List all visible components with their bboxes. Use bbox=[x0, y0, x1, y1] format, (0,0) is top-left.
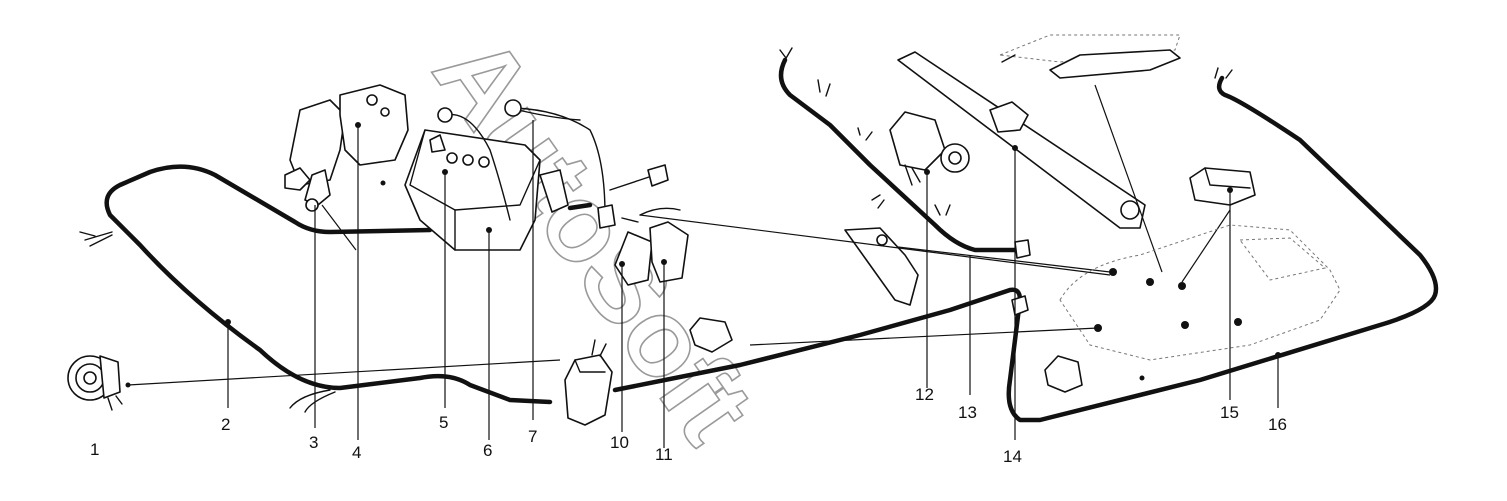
relay-bracket-part bbox=[284, 84, 409, 212]
sensor-part bbox=[564, 339, 613, 426]
callout-10: 10 bbox=[610, 433, 629, 452]
wiper-motor-part bbox=[889, 111, 970, 186]
callout-12: 12 bbox=[915, 385, 934, 404]
battery-part bbox=[404, 129, 541, 251]
callout-5: 5 bbox=[439, 413, 448, 432]
callout-13: 13 bbox=[958, 403, 977, 422]
front-harness bbox=[104, 164, 553, 405]
horn-part bbox=[67, 355, 123, 411]
callout-15: 15 bbox=[1220, 403, 1239, 422]
vehicle-outline bbox=[1059, 224, 1341, 381]
battery-lead bbox=[567, 202, 593, 211]
callout-7: 7 bbox=[528, 427, 537, 446]
rear-lamp-assembly bbox=[999, 34, 1181, 79]
battery-cable-negative bbox=[444, 113, 511, 221]
harness-connector-13 bbox=[1014, 239, 1031, 259]
callout-6: 6 bbox=[483, 441, 492, 460]
callout-1: 1 bbox=[90, 440, 99, 459]
callout-2: 2 bbox=[221, 415, 230, 434]
relay-11-part bbox=[649, 221, 689, 283]
callout-14: 14 bbox=[1003, 447, 1022, 466]
battery-cable-positive bbox=[514, 107, 606, 216]
switch-part bbox=[844, 227, 919, 306]
relay-10-part bbox=[614, 231, 653, 286]
harness-branch-bottom bbox=[289, 389, 336, 413]
callout-4: 4 bbox=[352, 443, 361, 462]
upper-harness bbox=[778, 57, 1018, 253]
front-harness-end bbox=[79, 231, 113, 247]
control-unit-part bbox=[1189, 167, 1256, 206]
plug-connector bbox=[689, 317, 733, 353]
callout-11: 11 bbox=[655, 445, 673, 464]
fuse-box bbox=[539, 169, 569, 213]
callout-3: 3 bbox=[309, 433, 318, 452]
lamp-part bbox=[1044, 355, 1083, 393]
callout-16: 16 bbox=[1268, 415, 1287, 434]
